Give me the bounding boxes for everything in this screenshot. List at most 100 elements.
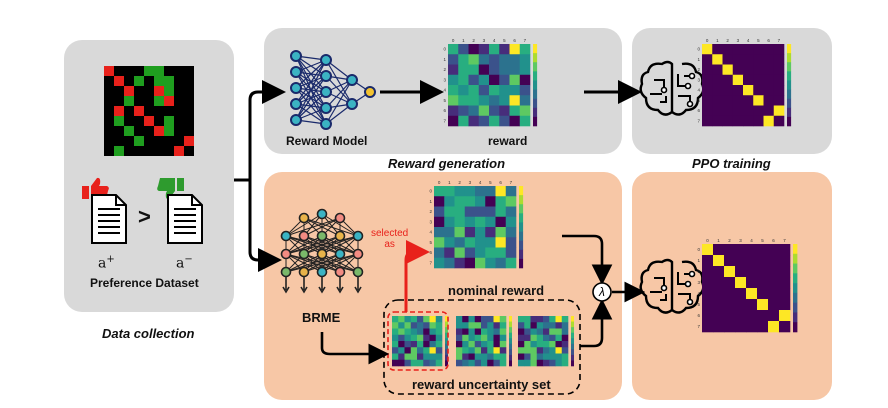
heatmap-cell	[462, 359, 469, 367]
colorbar-segment	[509, 349, 512, 356]
nominal-reward-label: nominal reward	[448, 283, 545, 298]
document-icon	[91, 194, 127, 244]
heatmap-cell	[555, 359, 563, 367]
heatmap-cell	[536, 322, 544, 329]
heatmap-cell	[743, 44, 754, 55]
heatmap-cell	[417, 316, 424, 323]
heatmap-cell	[773, 54, 785, 65]
heatmap-cell	[434, 257, 445, 269]
heatmap-cell	[757, 310, 769, 322]
heatmap-cell	[392, 322, 399, 329]
heatmap-tick-label: 6	[499, 180, 502, 185]
heatmap-cell	[485, 247, 496, 259]
brain-icon	[639, 258, 705, 314]
heatmap-cell	[489, 95, 500, 106]
heatmap-cell	[743, 115, 754, 127]
heatmap-cell	[478, 54, 490, 65]
heatmap-cell	[773, 74, 785, 86]
heatmap-cell	[456, 347, 463, 354]
heatmap-cell	[478, 105, 490, 117]
heatmap-cell	[746, 255, 758, 267]
heatmap-cell	[456, 322, 463, 329]
heatmap-cell	[464, 247, 476, 259]
heatmap-cell	[462, 334, 469, 342]
heatmap-cell	[524, 359, 531, 367]
heatmap-cell	[487, 341, 494, 348]
heatmap-cell	[555, 341, 563, 348]
heatmap-cell	[474, 322, 482, 329]
heatmap-tick-label: 2	[472, 38, 475, 43]
heatmap-cell	[518, 322, 525, 329]
heatmap-cell	[475, 196, 486, 207]
heatmap-cell	[702, 288, 714, 300]
neuron	[320, 54, 332, 66]
heatmap-cell	[458, 44, 469, 55]
colorbar-segment	[519, 222, 524, 232]
reward-model-label: Reward Model	[286, 134, 368, 148]
heatmap-cell	[702, 64, 713, 76]
heatmap-cell	[458, 105, 469, 117]
heatmap-cell	[434, 216, 445, 228]
heatmap-cell	[753, 105, 764, 117]
heatmap-cell	[524, 334, 531, 342]
heatmap-cell	[713, 244, 725, 256]
colorbar-segment	[571, 316, 574, 322]
heatmap-tick-label: 6	[443, 108, 446, 113]
neuron	[334, 248, 346, 260]
heatmap-cell	[410, 341, 418, 348]
heatmap-cell	[524, 316, 531, 323]
heatmap-tick-label: 1	[429, 199, 432, 204]
heatmap-tick-label: 6	[429, 250, 432, 255]
heatmap-cell	[398, 328, 405, 336]
colorbar-segment	[509, 343, 512, 350]
neuron	[290, 82, 302, 94]
selected-heatmap-box	[387, 311, 449, 371]
heatmap-cell	[404, 341, 412, 348]
heatmap-cell	[423, 328, 430, 336]
neuron	[364, 86, 376, 98]
heatmap-cell	[495, 227, 507, 238]
a-plus-base: a	[98, 255, 107, 272]
colorbar-segment	[533, 80, 538, 90]
heatmap-cell	[493, 316, 501, 323]
colorbar-segment	[571, 338, 574, 345]
heatmap-tick-label: 1	[448, 180, 451, 185]
heatmap-cell	[768, 288, 780, 300]
heatmap-cell	[543, 316, 550, 323]
heatmap-cell	[474, 341, 482, 348]
heatmap-cell	[499, 74, 510, 86]
heatmap-cell	[468, 115, 480, 127]
neuron	[320, 86, 332, 98]
colorbar-segment	[509, 321, 512, 328]
heatmap-cell	[509, 54, 521, 65]
heatmap-cell	[468, 334, 476, 342]
heatmap-tick-label: 4	[697, 291, 700, 296]
heatmap-cell	[702, 299, 714, 311]
heatmap-cell	[779, 244, 791, 256]
heatmap-cell	[763, 85, 775, 96]
heatmap-cell	[763, 105, 775, 117]
heatmap-cell	[561, 328, 569, 336]
neuron	[346, 74, 358, 86]
heatmap-cell	[495, 247, 507, 259]
heatmap-cell	[456, 359, 463, 367]
heatmap-tick-label: 7	[524, 38, 527, 43]
heatmap-cell	[763, 115, 775, 127]
heatmap-cell	[536, 347, 544, 354]
heatmap-cell	[519, 44, 531, 55]
heatmap-cell	[481, 334, 488, 342]
colorbar-segment	[519, 186, 524, 196]
heatmap-cell	[454, 257, 466, 269]
heatmap-cell	[746, 321, 758, 333]
heatmap-cell	[398, 359, 405, 367]
heatmap-cell	[722, 105, 734, 117]
heatmap-tick-label: 3	[739, 238, 742, 243]
heatmap-cell	[524, 353, 531, 361]
reward-generation-caption: Reward generation	[388, 156, 506, 171]
heatmap-cell	[404, 328, 412, 336]
heatmap-tick-label: 6	[697, 108, 700, 113]
colorbar-segment	[787, 116, 792, 127]
neuron	[298, 212, 310, 224]
heatmap-cell	[434, 186, 445, 197]
heatmap-cell	[495, 206, 507, 218]
